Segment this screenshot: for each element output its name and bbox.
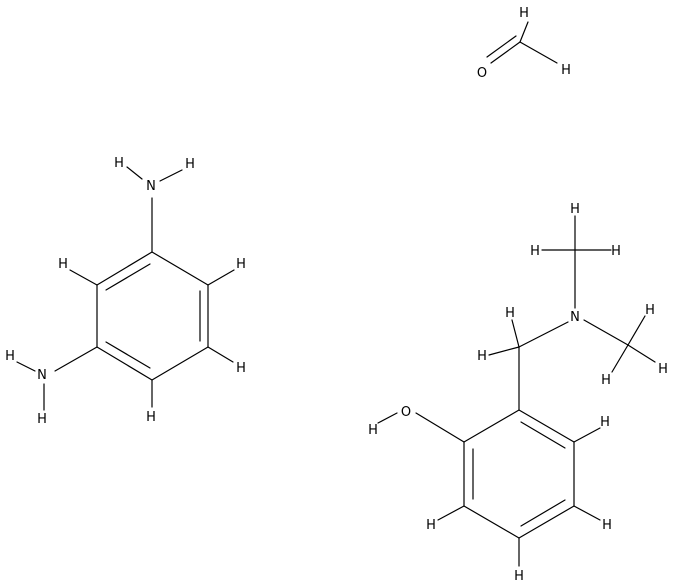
bond-c-h xyxy=(573,427,601,443)
atom-h: H xyxy=(514,569,524,584)
atom-o: O xyxy=(401,405,411,420)
atom-h: H xyxy=(570,202,580,217)
m-phenylenediamine: H N H H H H N H H H xyxy=(5,156,246,427)
atom-h: H xyxy=(5,349,15,364)
bond-c-o-a xyxy=(490,41,521,64)
bond-c-h2 xyxy=(519,41,558,64)
bond-ring-o xyxy=(415,412,465,443)
bond-c-h xyxy=(207,269,235,286)
bond-c-h xyxy=(69,269,98,286)
ring-double-bond xyxy=(105,263,151,291)
bond-c-h1 xyxy=(519,21,529,43)
ring-bond xyxy=(151,251,209,286)
ring-double-bond xyxy=(520,499,566,527)
atom-h: H xyxy=(236,257,246,272)
atom-n: N xyxy=(570,310,580,325)
ring-bond xyxy=(518,505,575,539)
bond-ch3-h xyxy=(627,315,646,346)
bond-n1-h xyxy=(126,166,143,180)
atom-h: H xyxy=(519,6,529,21)
atom-h: H xyxy=(114,156,124,171)
atom-h: H xyxy=(368,423,378,438)
ring-bond xyxy=(96,251,153,286)
bond-c-h xyxy=(207,346,234,363)
ring-bond xyxy=(151,346,209,381)
atom-h: H xyxy=(601,373,611,388)
atom-h: H xyxy=(561,63,571,78)
atom-h: H xyxy=(477,349,487,364)
atom-h: H xyxy=(146,410,156,425)
bond-ch2-n xyxy=(518,321,569,348)
dimethylaminomethyl-phenol: H H H H N H H H H H O H H H H xyxy=(368,202,668,584)
atom-h: H xyxy=(600,415,610,430)
atom-h: H xyxy=(37,412,47,427)
ring-double-bond xyxy=(520,421,566,449)
bond-c-o-b xyxy=(486,35,517,58)
bond-ch3-h xyxy=(627,344,656,363)
formaldehyde: H O H xyxy=(477,6,571,81)
bond-ch3-h xyxy=(611,344,629,373)
ring-bond xyxy=(463,505,520,539)
ring-bond xyxy=(518,409,575,443)
bond-n-ch3 xyxy=(583,319,629,346)
atom-h: H xyxy=(602,518,612,533)
ring-bond xyxy=(463,409,520,443)
atom-h: H xyxy=(185,157,195,172)
bond-c-h xyxy=(573,505,601,521)
bond-ch2-h xyxy=(511,319,520,348)
atom-h: H xyxy=(645,303,655,318)
atom-n: N xyxy=(146,179,156,194)
atom-h: H xyxy=(658,362,668,377)
atom-h: H xyxy=(530,244,540,259)
bond-c-h xyxy=(437,505,465,521)
atom-h: H xyxy=(236,361,246,376)
ring-double-bond xyxy=(105,341,151,369)
bond-n2-h xyxy=(16,361,36,372)
atom-h: H xyxy=(611,244,621,259)
bond-n1-h xyxy=(159,169,183,182)
bond-c-n2 xyxy=(54,346,98,372)
atom-h: H xyxy=(58,257,68,272)
atom-h: H xyxy=(505,306,515,321)
ring-bond xyxy=(96,346,153,381)
atom-o: O xyxy=(477,66,487,81)
atom-h: H xyxy=(426,518,436,533)
atom-n: N xyxy=(37,368,47,383)
bond-o-h xyxy=(377,412,398,424)
bond-ch2-h xyxy=(488,346,520,356)
